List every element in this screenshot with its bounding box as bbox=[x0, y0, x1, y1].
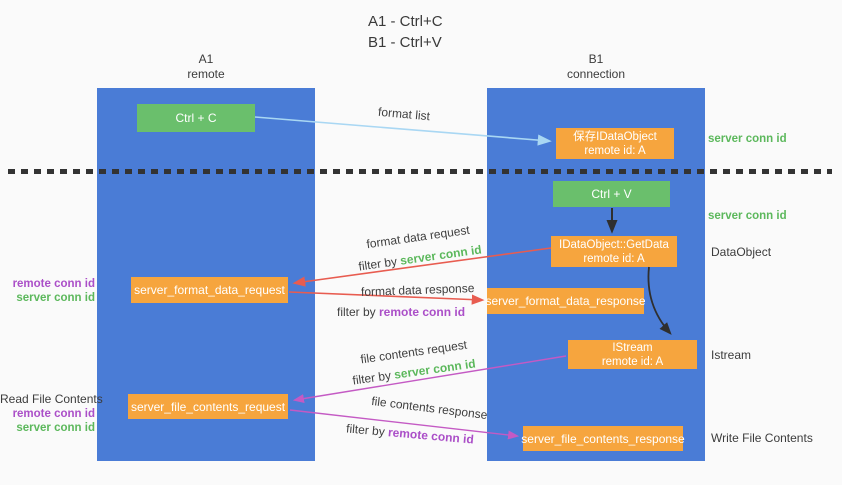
title-line-a1: A1 - Ctrl+C bbox=[368, 13, 443, 30]
getdata-box: IDataObject::GetData remote id: A bbox=[551, 236, 677, 267]
istream-line1: IStream bbox=[612, 341, 653, 354]
diagram-title: A1 - Ctrl+C B1 - Ctrl+V bbox=[368, 11, 443, 53]
format-data-response-filter-label: filter by remote conn id bbox=[337, 305, 465, 319]
title-line-b1: B1 - Ctrl+V bbox=[368, 34, 442, 51]
file-request-label: server_file_contents_request bbox=[130, 399, 286, 414]
write-file-contents-label: Write File Contents bbox=[711, 431, 813, 445]
read-file-contents-label: Read File Contents bbox=[0, 392, 103, 406]
format-response-box: server_format_data_response bbox=[485, 288, 646, 314]
istream-side-label: Istream bbox=[711, 348, 752, 362]
format-request-box: server_format_data_request bbox=[131, 277, 288, 303]
server-conn-id-label-top: server conn id bbox=[708, 133, 787, 145]
format-response-label: server_format_data_response bbox=[485, 294, 646, 308]
column-a1-subtitle: remote bbox=[187, 67, 225, 81]
save-dataobject-line2: remote id: A bbox=[584, 144, 646, 157]
column-b1-subtitle: connection bbox=[566, 67, 626, 81]
dataobject-label: DataObject bbox=[711, 245, 772, 259]
remote-conn-id-label: remote conn id bbox=[12, 408, 95, 420]
file-contents-response-filter-label: filter by remote conn id bbox=[346, 421, 475, 446]
session-divider-dotted-line bbox=[8, 169, 832, 174]
filter-by-text: filter by bbox=[357, 253, 402, 274]
column-header-a1: A1 remote bbox=[97, 52, 315, 82]
left-conn-id-block-upper: remote conn id server conn id bbox=[0, 277, 95, 305]
save-dataobject-box: 保存IDataObject remote id: A bbox=[556, 128, 674, 159]
filter-by-text: filter by bbox=[337, 305, 380, 319]
server-conn-id-text: server conn id bbox=[393, 356, 477, 382]
format-request-label: server_format_data_request bbox=[134, 283, 285, 297]
file-request-box: server_file_contents_request bbox=[128, 394, 288, 419]
filter-by-text: filter by bbox=[351, 367, 396, 388]
server-conn-id-label: server conn id bbox=[16, 292, 95, 304]
ctrl-v-label: Ctrl + V bbox=[591, 187, 632, 201]
save-dataobject-line1: 保存IDataObject bbox=[573, 130, 657, 143]
remote-conn-id-label: remote conn id bbox=[12, 278, 95, 290]
column-a1-name: A1 bbox=[198, 52, 214, 66]
istream-line2: remote id: A bbox=[601, 355, 664, 368]
ctrl-c-box: Ctrl + C bbox=[137, 104, 255, 132]
column-b1-name: B1 bbox=[588, 52, 604, 66]
file-response-label: server_file_contents_response bbox=[521, 431, 685, 446]
format-list-label: format list bbox=[377, 104, 431, 124]
server-conn-id-label-mid: server conn id bbox=[708, 210, 787, 222]
remote-conn-id-text: remote conn id bbox=[387, 425, 475, 447]
getdata-line2: remote id: A bbox=[583, 252, 645, 265]
filter-by-text: filter by bbox=[345, 421, 389, 440]
server-conn-id-label: server conn id bbox=[16, 422, 95, 434]
ctrl-v-box: Ctrl + V bbox=[553, 181, 670, 207]
remote-conn-id-text: remote conn id bbox=[379, 305, 466, 319]
column-header-b1: B1 connection bbox=[487, 52, 705, 82]
file-contents-response-label: file contents response bbox=[370, 393, 489, 423]
istream-box: IStream remote id: A bbox=[568, 340, 697, 369]
left-conn-id-block-lower: Read File Contents remote conn id server… bbox=[0, 391, 103, 435]
server-conn-id-text: server conn id bbox=[399, 242, 483, 268]
format-data-response-label: format data response bbox=[360, 281, 475, 299]
getdata-line1: IDataObject::GetData bbox=[559, 238, 669, 251]
ctrl-c-label: Ctrl + C bbox=[175, 111, 217, 125]
file-response-box: server_file_contents_response bbox=[521, 426, 685, 451]
